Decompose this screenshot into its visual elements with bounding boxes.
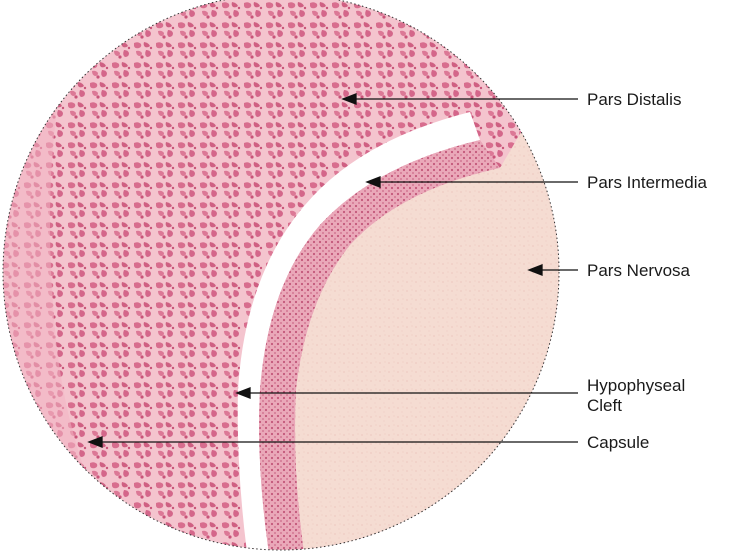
label-hypophyseal-cleft-line1: Hypophyseal: [587, 376, 685, 396]
label-capsule: Capsule: [587, 433, 649, 453]
label-pars-distalis: Pars Distalis: [587, 90, 681, 110]
label-pars-nervosa: Pars Nervosa: [587, 261, 690, 281]
label-hypophyseal-cleft-line2: Cleft: [587, 396, 622, 416]
label-pars-intermedia: Pars Intermedia: [587, 173, 707, 193]
